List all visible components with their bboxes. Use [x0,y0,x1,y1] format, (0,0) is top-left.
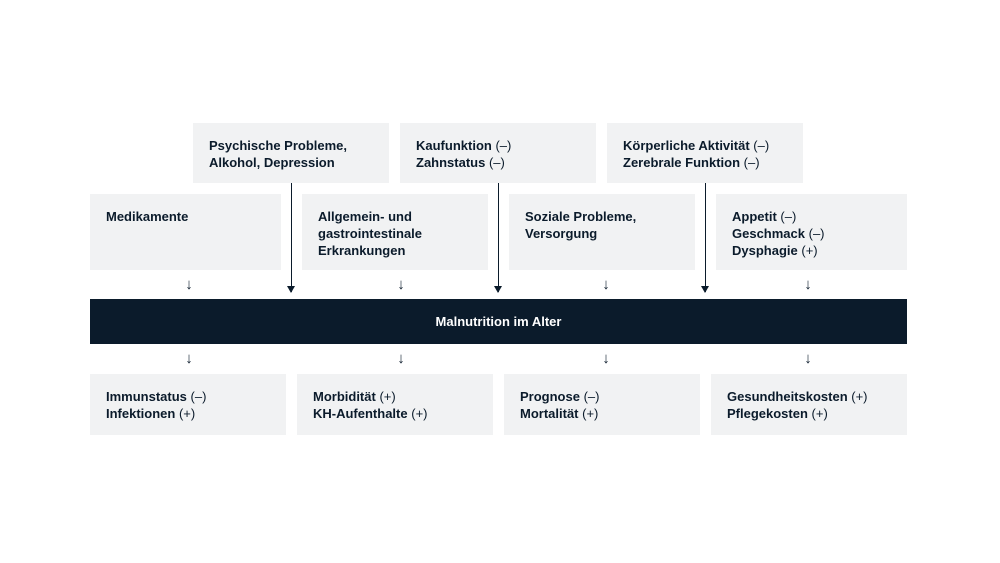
box-line-sign: (+) [582,406,599,421]
box-line-sign: (+) [178,406,196,421]
box-line-text: Dysphagie [732,243,798,258]
box-line-text: Kaufunktion [416,138,492,153]
box-line-text: Erkrankungen [318,243,406,258]
down-arrow-icon: ↓ [602,276,610,293]
down-arrow-icon: ↓ [185,276,193,293]
box-line: Morbidität (+) [313,388,477,405]
box-line: Erkrankungen [318,242,472,259]
box-line: Dysphagie (+) [732,242,891,259]
box-line-text: KH-Aufenthalte [313,406,408,421]
factor-box-medikamente: Medikamente [90,194,281,270]
box-line: Appetit (–) [732,208,891,225]
box-line-text: Versorgung [525,226,598,241]
box-line-text: Gesundheitskosten [727,389,848,404]
box-line-text: Körperliche Aktivität [623,138,750,153]
box-line: Infektionen (+) [106,405,270,422]
box-line-text: Soziale Probleme, [525,209,637,224]
box-line-sign: (–) [808,226,825,241]
consequence-box-gesundheitskosten: Gesundheitskosten (+)Pflegekosten (+) [711,374,907,435]
box-line-sign: (–) [753,138,770,153]
factor-box-psychische-probleme: Psychische Probleme, Alkohol, Depression [193,123,389,183]
box-line: KH-Aufenthalte (+) [313,405,477,422]
box-line-sign: (+) [811,406,828,421]
box-line-text: Prognose [520,389,580,404]
box-line-sign: (–) [583,389,600,404]
box-line: Medikamente [106,208,265,225]
box-line: Kaufunktion (–) [416,137,580,154]
box-line-sign: (–) [190,389,207,404]
box-line: Immunstatus (–) [106,388,270,405]
box-line-text: Appetit [732,209,777,224]
box-line-text: Geschmack [732,226,805,241]
box-line-text: Infektionen [106,406,176,421]
down-arrow-icon: ↓ [804,276,812,293]
connector-arrow-psychische-probleme [287,183,295,293]
box-line: Pflegekosten (+) [727,405,891,422]
box-line-text: Zerebrale Funktion [623,155,741,170]
box-line: Zerebrale Funktion (–) [623,154,787,171]
down-arrow-icon: ↓ [185,350,193,367]
box-line: Psychische Probleme, [209,137,373,154]
factor-box-kaufunktion: Kaufunktion (–)Zahnstatus (–) [400,123,596,183]
consequence-box-morbiditaet: Morbidität (+)KH-Aufenthalte (+) [297,374,493,435]
consequence-box-prognose: Prognose (–)Mortalität (+) [504,374,700,435]
box-line: Körperliche Aktivität (–) [623,137,787,154]
box-line-sign: (+) [851,389,868,404]
box-line-sign: (–) [495,138,512,153]
factor-box-soziale-probleme: Soziale Probleme, Versorgung [509,194,695,270]
box-line: Zahnstatus (–) [416,154,580,171]
box-line-text: Immunstatus [106,389,187,404]
box-line-text: Morbidität [313,389,376,404]
center-bar-malnutrition: Malnutrition im Alter [90,299,907,344]
center-label: Malnutrition im Alter [435,314,562,329]
box-line-sign: (–) [488,155,505,170]
box-line-sign: (+) [379,389,396,404]
box-line-text: gastrointestinale [318,226,423,241]
box-line-text: Zahnstatus [416,155,486,170]
box-line: Mortalität (+) [520,405,684,422]
box-line-sign: (+) [411,406,428,421]
box-line-sign: (–) [780,209,797,224]
box-line: Alkohol, Depression [209,154,373,171]
box-line: Allgemein- und [318,208,472,225]
factor-box-appetit: Appetit (–)Geschmack (–)Dysphagie (+) [716,194,907,270]
factor-box-koerperliche-aktivitaet: Körperliche Aktivität (–)Zerebrale Funkt… [607,123,803,183]
down-arrow-icon: ↓ [397,350,405,367]
box-line-sign: (+) [801,243,818,258]
box-line: Soziale Probleme, [525,208,679,225]
box-line-sign: (–) [743,155,760,170]
box-line: Gesundheitskosten (+) [727,388,891,405]
box-line-text: Allgemein- und [318,209,412,224]
connector-arrow-kaufunktion [494,183,502,293]
connector-arrow-koerperliche-aktivitaet [701,183,709,293]
consequence-box-immunstatus: Immunstatus (–)Infektionen (+) [90,374,286,435]
box-line-text: Alkohol, Depression [209,155,335,170]
down-arrow-icon: ↓ [602,350,610,367]
down-arrow-icon: ↓ [804,350,812,367]
box-line: Geschmack (–) [732,225,891,242]
box-line: Versorgung [525,225,679,242]
box-line: Prognose (–) [520,388,684,405]
box-line: gastrointestinale [318,225,472,242]
box-line-text: Mortalität [520,406,579,421]
box-line-text: Pflegekosten [727,406,808,421]
box-line-text: Psychische Probleme, [209,138,348,153]
box-line-text: Medikamente [106,209,189,224]
down-arrow-icon: ↓ [397,276,405,293]
